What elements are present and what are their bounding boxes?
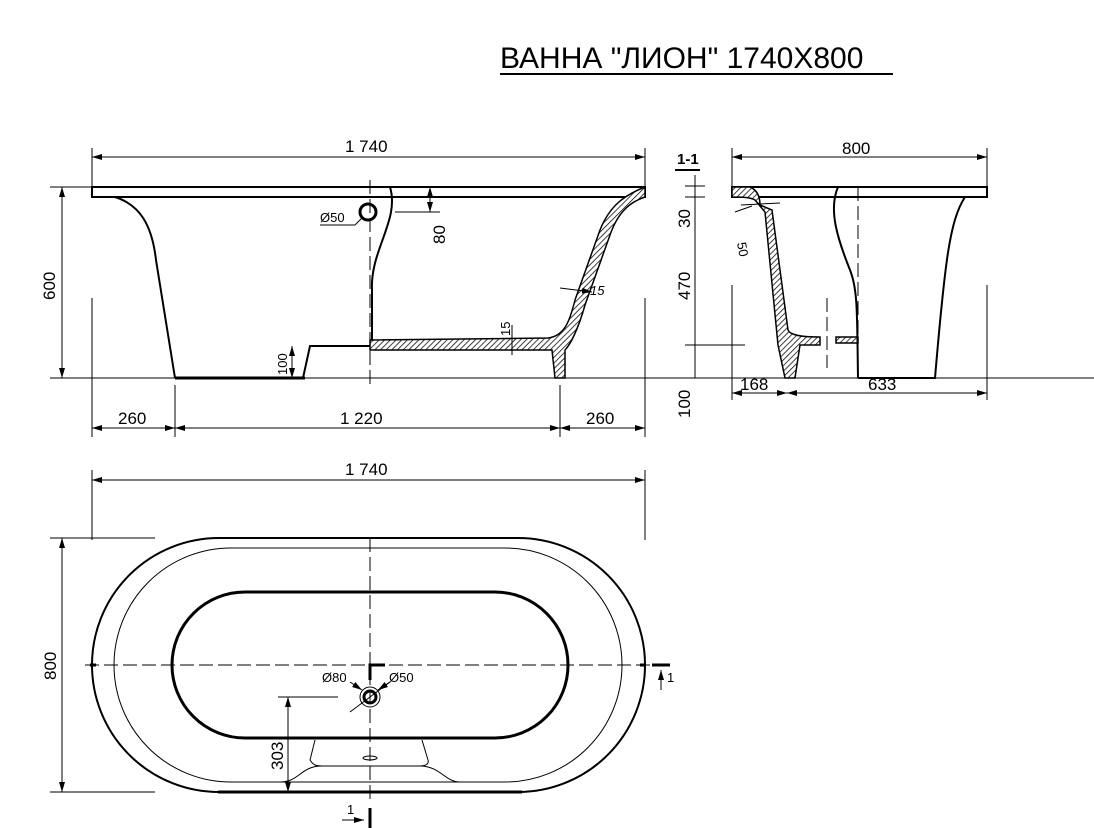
- drain-outer-label: Ø80: [322, 670, 347, 685]
- section-view: 1-1 800 30 470 100 50 168 633: [675, 139, 988, 418]
- drain-offset-label: 303: [268, 742, 287, 770]
- plan-width-label: 800: [41, 652, 60, 680]
- front-length-label: 1 740: [345, 137, 388, 156]
- depth-label: 470: [675, 272, 694, 300]
- plan-view: 1 740 800 Ø80 Ø50 303 1 1: [41, 460, 674, 828]
- base-height-label: 100: [675, 390, 694, 418]
- section-label: 1-1: [677, 151, 699, 168]
- plan-length-label: 1 740: [345, 460, 388, 479]
- rim-radius-label: 50: [734, 241, 751, 258]
- drawing-title: ВАННА "ЛИОН" 1740X800: [500, 42, 863, 75]
- right-overhang-label: 260: [586, 409, 614, 428]
- drain-inner-label: Ø50: [389, 670, 414, 685]
- rim-height-label: 30: [675, 209, 694, 228]
- overflow-diameter-label: Ø50: [320, 210, 345, 225]
- section-mark-bottom: 1: [347, 802, 354, 817]
- offset-right-label: 633: [868, 375, 896, 394]
- left-overhang-label: 260: [118, 409, 146, 428]
- floor-thickness-label: 15: [498, 322, 513, 336]
- wall-thickness-label: 15: [590, 283, 605, 298]
- front-height-label: 600: [40, 272, 59, 300]
- section-mark-right: 1: [667, 670, 674, 685]
- section-width-label: 800: [842, 139, 870, 158]
- offset-left-label: 168: [740, 375, 768, 394]
- step-height-label: 100: [275, 353, 290, 375]
- overflow-offset-label: 80: [430, 225, 449, 244]
- front-view: 1 740 600 100 Ø50 80 15 15: [40, 137, 1094, 437]
- base-length-label: 1 220: [340, 409, 383, 428]
